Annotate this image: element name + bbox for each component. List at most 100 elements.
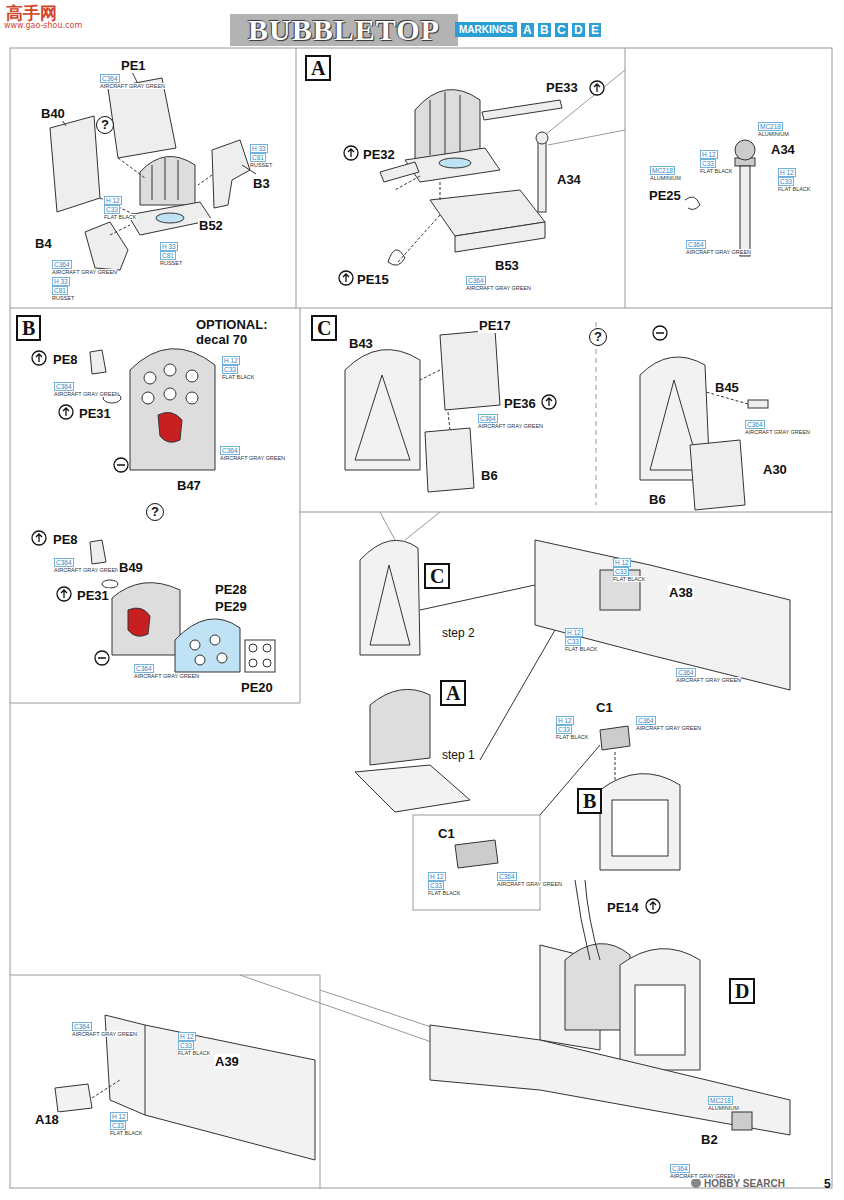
step-letter: B — [22, 317, 35, 339]
panel-frame — [10, 975, 320, 976]
paint-code: C33 — [700, 159, 716, 168]
step-label: step 2 — [440, 626, 477, 640]
part-number: B4 — [34, 236, 53, 251]
part-drawing — [600, 774, 680, 870]
part-drawing — [690, 440, 745, 510]
part-number: A30 — [762, 462, 788, 477]
step-letter: A — [446, 682, 460, 704]
panel-frame — [240, 975, 440, 1045]
step-box: A — [305, 55, 331, 81]
panel-frame — [10, 308, 832, 309]
step-box: B — [16, 315, 41, 341]
panel-frame — [596, 322, 597, 505]
marking-box: B — [537, 22, 552, 38]
watermark: HOBBY SEARCH — [704, 1178, 785, 1189]
part-drawing — [439, 158, 471, 168]
part-drawing — [430, 92, 460, 155]
panel-frame — [548, 130, 625, 145]
paint-name: FLAT BLACK — [110, 1130, 143, 1136]
part-number: A38 — [668, 585, 694, 600]
part-drawing — [130, 349, 215, 470]
part-drawing — [186, 370, 198, 382]
part-drawing — [212, 140, 250, 208]
part-drawing — [90, 349, 275, 672]
step-letter: C — [317, 317, 331, 339]
part-drawing — [535, 540, 790, 690]
paint-name: RUSSET — [52, 295, 74, 301]
paint-code: C33 — [778, 177, 794, 186]
part-number: PE25 — [648, 188, 682, 203]
step-letter: B — [583, 790, 596, 812]
paint-code: C364 — [54, 382, 74, 391]
paint-code: C364 — [745, 420, 765, 429]
part-drawing — [380, 162, 419, 182]
paint-code: C33 — [613, 567, 629, 576]
marking-letter: C — [557, 23, 566, 37]
page-number: 5 — [824, 1177, 831, 1191]
paint-code: H 12 — [222, 356, 240, 365]
step-box: B — [577, 788, 602, 814]
part-number: PE29 — [214, 599, 248, 614]
part-drawing — [50, 116, 100, 212]
paint-code: C364 — [134, 664, 154, 673]
bend-icon — [32, 351, 46, 365]
part-number: B3 — [252, 176, 271, 191]
part-number: PE14 — [606, 900, 640, 915]
paint-code: MC218 — [758, 122, 783, 131]
paint-code: MC218 — [650, 166, 675, 175]
bend-icon — [32, 531, 46, 545]
paint-name: AIRCRAFT GRAY GREEN — [72, 1031, 137, 1037]
part-drawing — [420, 370, 450, 430]
paint-code: C364 — [52, 260, 72, 269]
paint-code: H 33 — [160, 242, 178, 251]
paint-code: C364 — [72, 1022, 92, 1031]
part-drawing — [735, 140, 755, 160]
paint-name: AIRCRAFT GRAY GREEN — [745, 429, 810, 435]
paint-code: H 12 — [110, 1112, 128, 1121]
part-number: A34 — [556, 172, 582, 187]
part-drawing — [575, 880, 600, 960]
paint-name: AIRCRAFT GRAY GREEN — [636, 725, 701, 731]
marking-letter: E — [591, 23, 599, 37]
part-drawing — [455, 840, 498, 868]
paint-code: H 12 — [104, 196, 122, 205]
paint-name: AIRCRAFT GRAY GREEN — [54, 391, 119, 397]
marking-box: C — [554, 22, 569, 38]
part-number: PE15 — [356, 272, 390, 287]
part-number: PE20 — [240, 680, 274, 695]
part-number: PE33 — [545, 80, 579, 95]
part-drawing — [620, 949, 700, 1070]
part-drawing — [395, 176, 440, 262]
step-letter: D — [735, 980, 749, 1002]
paint-name: FLAT BLACK — [700, 168, 733, 174]
part-drawing — [175, 619, 240, 672]
paint-name: FLAT BLACK — [104, 214, 137, 220]
part-number: PE1 — [120, 58, 147, 73]
part-number: A39 — [214, 1054, 240, 1069]
paint-code: C81 — [160, 251, 176, 260]
part-drawing — [140, 156, 195, 205]
paint-code: C33 — [178, 1041, 194, 1050]
paint-name: AIRCRAFT GRAY GREEN — [134, 673, 199, 679]
part-number: PE31 — [78, 406, 112, 421]
option-note: OPTIONAL: decal 70 — [196, 318, 286, 348]
part-number: B6 — [648, 492, 667, 507]
panel-frame — [10, 703, 300, 704]
part-drawing — [142, 392, 154, 404]
paint-name: AIRCRAFT GRAY GREEN — [686, 249, 751, 255]
paint-code: MC218 — [708, 1096, 733, 1105]
remove-icon — [95, 651, 109, 665]
part-drawing — [355, 375, 410, 460]
part-drawing — [415, 90, 480, 160]
marking-box: D — [571, 22, 586, 38]
watermark-url: www.gao-shou.com — [4, 21, 82, 30]
paint-code: C33 — [110, 1121, 126, 1130]
paint-name: RUSSET — [160, 260, 182, 266]
optional-mark: ? — [146, 503, 164, 521]
panel-frame — [405, 512, 440, 540]
part-drawing — [144, 372, 156, 384]
paint-code: H 12 — [428, 872, 446, 881]
bend-icon — [57, 587, 71, 601]
